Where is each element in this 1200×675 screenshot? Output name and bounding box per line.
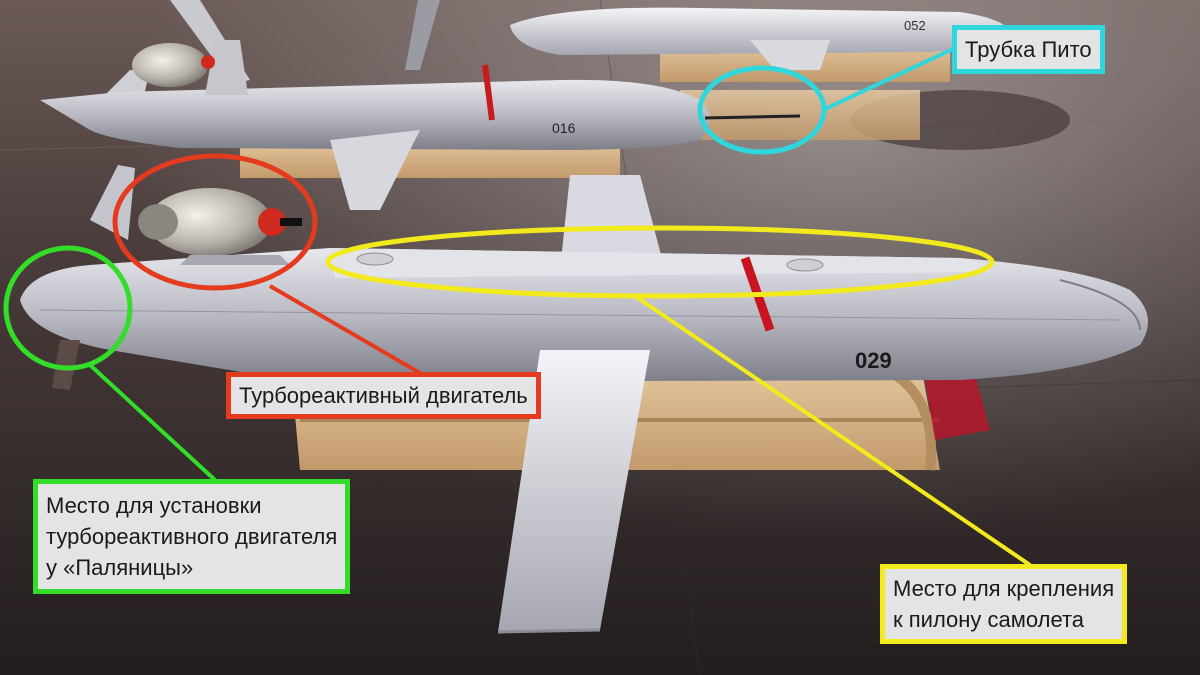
front-drone: 029 (20, 188, 1148, 634)
pitot-tube-text: Трубка Пито (965, 37, 1092, 62)
pylon-ellipse (325, 225, 995, 299)
engine-leader (268, 284, 422, 375)
svg-text:029: 029 (855, 348, 892, 373)
engine-ellipse (112, 153, 318, 291)
engine-mount-line-3: у «Паляницы» (46, 555, 194, 580)
mount-leader (88, 363, 217, 482)
svg-text:016: 016 (552, 120, 576, 136)
mount-ellipse (3, 245, 133, 371)
pitot-leader (822, 46, 956, 112)
pylon-leader (633, 294, 1032, 567)
middle-drone: 016 (40, 40, 920, 210)
pylon-mount-line-1: Место для крепления (893, 576, 1115, 601)
pitot-tube-label: Трубка Пито (952, 25, 1105, 74)
svg-text:052: 052 (904, 18, 926, 33)
turbojet-engine-label: Турбореактивный двигатель (226, 372, 541, 419)
engine-mount-label: Место для установки турбореактивного дви… (33, 479, 351, 594)
turbojet-engine-text: Турбореактивный двигатель (239, 383, 528, 408)
engine-mount-line-1: Место для установки (46, 493, 262, 518)
pylon-mount-line-2: к пилону самолета (893, 607, 1085, 632)
engine-mount-line-2: турбореактивного двигателя (46, 524, 338, 549)
pylon-mount-label: Место для крепления к пилону самолета (880, 564, 1128, 644)
